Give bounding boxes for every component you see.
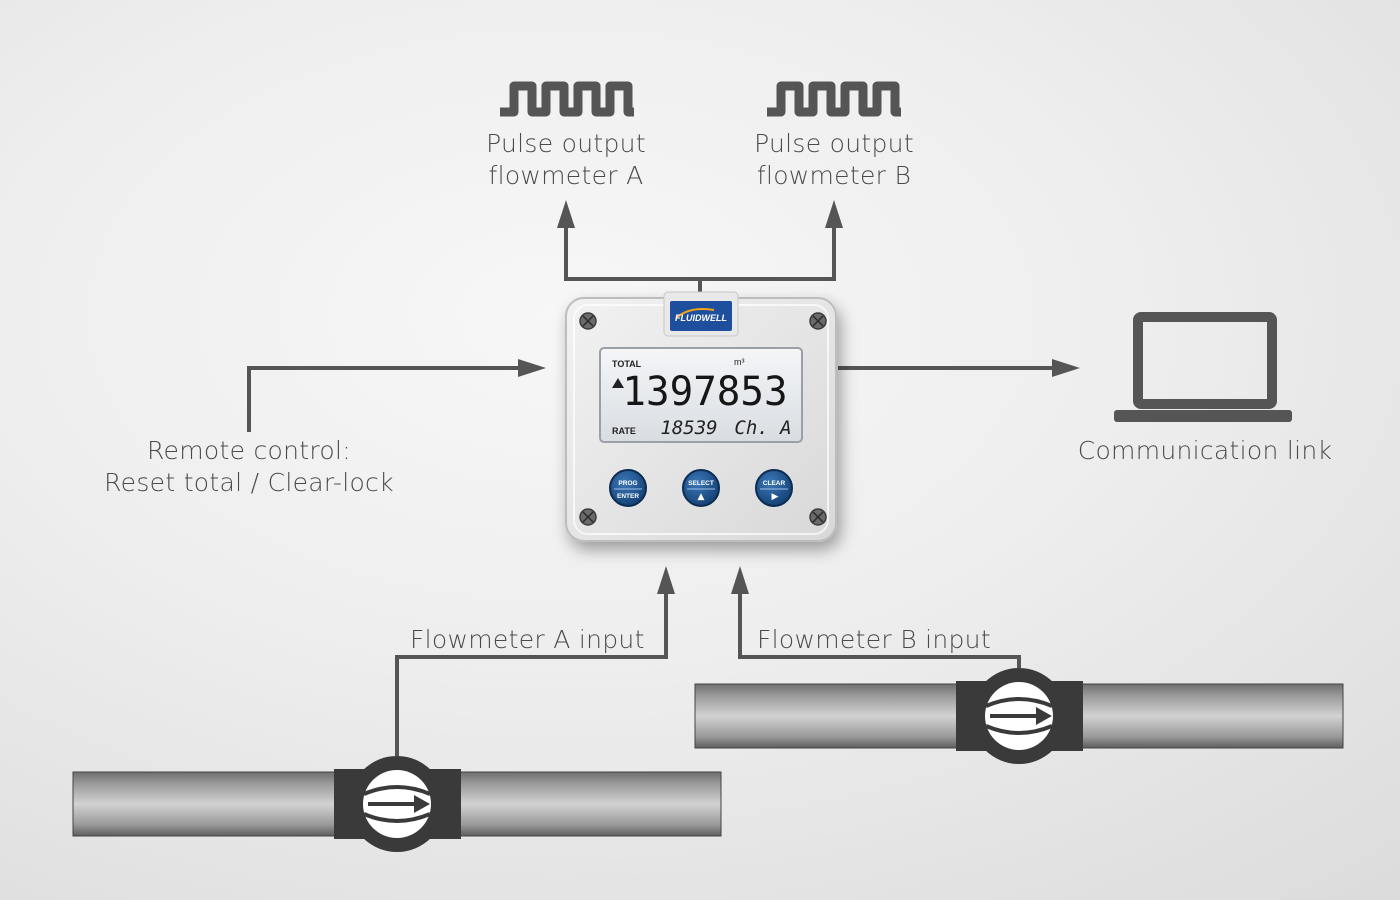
arrow-up-input-b bbox=[731, 566, 749, 594]
pulse-output-a-label: Pulse output flowmeter A bbox=[456, 128, 676, 192]
remote-control-line2: Reset total / Clear-lock bbox=[104, 468, 394, 497]
lcd-channel: Ch. A bbox=[734, 417, 791, 439]
input-line-b bbox=[738, 592, 1021, 668]
remote-control-label: Remote control: Reset total / Clear-lock bbox=[79, 435, 419, 499]
up-arrow-icon: ▲ bbox=[698, 492, 705, 502]
flowmeter-b-icon bbox=[956, 668, 1083, 764]
clear-button-label: CLEAR bbox=[763, 480, 786, 487]
pulse-output-b-line2: flowmeter B bbox=[756, 161, 912, 190]
remote-control-line bbox=[247, 366, 520, 432]
arrow-up-output-a bbox=[557, 200, 575, 228]
flowmeter-a-input-label: Flowmeter A input bbox=[410, 625, 645, 654]
select-button[interactable] bbox=[682, 469, 720, 507]
arrow-right-remote bbox=[518, 359, 546, 377]
pulse-wave-icon-b bbox=[767, 81, 901, 117]
lcd-total-label: TOTAL bbox=[612, 359, 642, 369]
brand-name: FLUIDWELL bbox=[675, 313, 727, 323]
enter-button-label: ENTER bbox=[617, 493, 639, 500]
remote-control-line1: Remote control: bbox=[147, 436, 351, 465]
pulse-output-b-label: Pulse output flowmeter B bbox=[724, 128, 944, 192]
arrow-up-output-b bbox=[825, 200, 843, 228]
output-connector-lines bbox=[564, 226, 836, 296]
lcd-unit: m³ bbox=[734, 357, 745, 367]
pulse-wave-icon-a bbox=[500, 81, 634, 117]
arrow-right-comm bbox=[1052, 359, 1080, 377]
pulse-output-a-line1: Pulse output bbox=[486, 129, 646, 158]
communication-link-label: Communication link bbox=[1077, 436, 1333, 465]
pulse-output-b-line1: Pulse output bbox=[754, 129, 914, 158]
arrow-up-input-a bbox=[657, 566, 675, 594]
select-button-label: SELECT bbox=[688, 480, 714, 487]
flowmeter-b-input-label: Flowmeter B input bbox=[757, 625, 991, 654]
flow-computer-device bbox=[565, 291, 837, 542]
laptop-icon bbox=[1114, 312, 1292, 422]
prog-enter-button[interactable] bbox=[609, 469, 647, 507]
prog-button-label: PROG bbox=[618, 480, 637, 487]
right-arrow-icon: ▶ bbox=[772, 492, 779, 502]
flowmeter-a-icon bbox=[334, 756, 461, 852]
lcd-display bbox=[599, 347, 803, 443]
pulse-output-a-line2: flowmeter A bbox=[488, 161, 644, 190]
lcd-rate-value: 18539 bbox=[660, 417, 717, 439]
lcd-rate-label: RATE bbox=[612, 426, 636, 436]
input-line-a bbox=[395, 592, 668, 756]
lcd-total-value: 1397853 bbox=[622, 369, 787, 415]
clear-button[interactable] bbox=[755, 469, 793, 507]
